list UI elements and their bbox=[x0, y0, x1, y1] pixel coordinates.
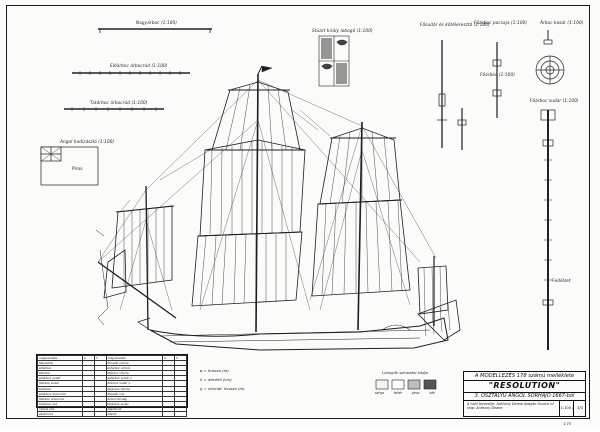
english-flag-label: Angol hadizászló (1:100) bbox=[60, 139, 115, 144]
topmast-detail-label: Főárboc sudár (1:100) bbox=[530, 98, 579, 103]
drawing-frame bbox=[6, 5, 590, 419]
bowsprit-detail-label: Fősudár és kötéleresztő (1:100) bbox=[420, 22, 490, 27]
color-code-label: kék bbox=[429, 391, 436, 395]
table-row: zászlórúd zászló bbox=[37, 411, 187, 418]
english-flag-drawing bbox=[40, 146, 99, 186]
ship-subtitle: 3. OSZTÁLYÚ ANGOL SORHAJÓ 1667-ből bbox=[464, 392, 585, 401]
legend-notes: ø = hossza (m) h = átmérő (cm) g = vitor… bbox=[200, 366, 270, 393]
color-code-key: Lobogók színezési kódja sárga fehér piro… bbox=[370, 370, 440, 400]
table-cell: előárboc árbocrúd bbox=[37, 390, 83, 397]
legend-line: g = vitorlaf. hossza (m) bbox=[200, 386, 245, 391]
ship-masts bbox=[97, 65, 435, 333]
table-cell: zászló bbox=[105, 411, 164, 418]
source-notes: A hajó tervezője, Anthony Deane alapján … bbox=[467, 402, 554, 411]
table-cell bbox=[81, 411, 95, 418]
flag-color-label: Piros bbox=[72, 166, 83, 171]
mainmast-yard-label: Nagyárboc (1:100) bbox=[136, 20, 178, 25]
table-cell: főárboc árbocrúd bbox=[37, 395, 83, 402]
legend-line: ø = hossza (m) bbox=[200, 368, 229, 373]
color-code-label: piros bbox=[411, 391, 420, 395]
color-code-label: sárga bbox=[374, 391, 384, 395]
table-cell: előárboc sudár bbox=[37, 375, 83, 382]
title-block: A MODELLEZÉS 178 számú melléklete "RESOL… bbox=[463, 371, 586, 426]
mizzen-yard-label: Tatárboc árbocrúd (1:100) bbox=[90, 100, 148, 105]
top-detail-label: Árboc kosár (1:100) bbox=[540, 20, 584, 25]
table-cell bbox=[174, 411, 187, 418]
scale-cell: 1:100 / 1:75 bbox=[559, 400, 574, 426]
right-detail-parts bbox=[437, 30, 565, 350]
title-block-header: A MODELLEZÉS 178 számú melléklete bbox=[464, 372, 585, 381]
yard-details bbox=[64, 28, 212, 111]
ship-hull bbox=[137, 299, 461, 351]
table-cell bbox=[93, 411, 107, 418]
color-code-labels: sárga fehér piros kék bbox=[370, 391, 440, 395]
color-code-title: Lobogók színezési kódja bbox=[382, 370, 428, 375]
foremast-yard-label: Előárboc árbocrúd (1:100) bbox=[110, 63, 168, 68]
table-cell bbox=[162, 411, 176, 418]
color-code-boxes bbox=[375, 379, 437, 390]
ship-name: "RESOLUTION" bbox=[464, 380, 585, 393]
color-code-label: fehér bbox=[393, 391, 402, 395]
ship-rigging-lines bbox=[97, 79, 437, 311]
ship-sails bbox=[103, 81, 449, 315]
page-number: 3/3 bbox=[573, 400, 586, 416]
table-cell: zászlórúd bbox=[37, 411, 83, 418]
mast-detail-label: Főárboc (1:100) bbox=[480, 72, 515, 77]
left-vertical-rails bbox=[95, 229, 109, 326]
legend-line: h = átmérő (cm) bbox=[200, 377, 232, 382]
cannon-detail-label: Főárboc pocsaja (1:100) bbox=[474, 20, 528, 25]
yard-end-label: Fedélzet bbox=[552, 278, 571, 283]
coat-of-arms-drawing bbox=[318, 35, 350, 87]
coat-of-arms-label: Stuart király lobogó (1:100) bbox=[312, 28, 373, 33]
